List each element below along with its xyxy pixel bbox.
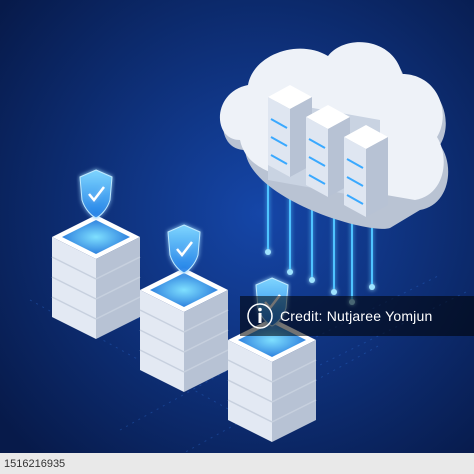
photographer-credit: Credit: Nutjaree Yomjun bbox=[280, 308, 433, 324]
istock-logo-icon bbox=[240, 296, 280, 336]
cloud-servers bbox=[268, 85, 388, 217]
watermark-bar: Credit: Nutjaree Yomjun bbox=[240, 296, 474, 336]
server-stack-middle bbox=[139, 268, 229, 392]
shield-icon bbox=[79, 169, 113, 219]
server-stack-right bbox=[227, 318, 317, 442]
server-stack-left bbox=[51, 215, 141, 339]
image-id-bar: 1516216935 bbox=[0, 453, 474, 474]
image-id: 1516216935 bbox=[4, 457, 66, 470]
shield-icon bbox=[167, 224, 201, 274]
